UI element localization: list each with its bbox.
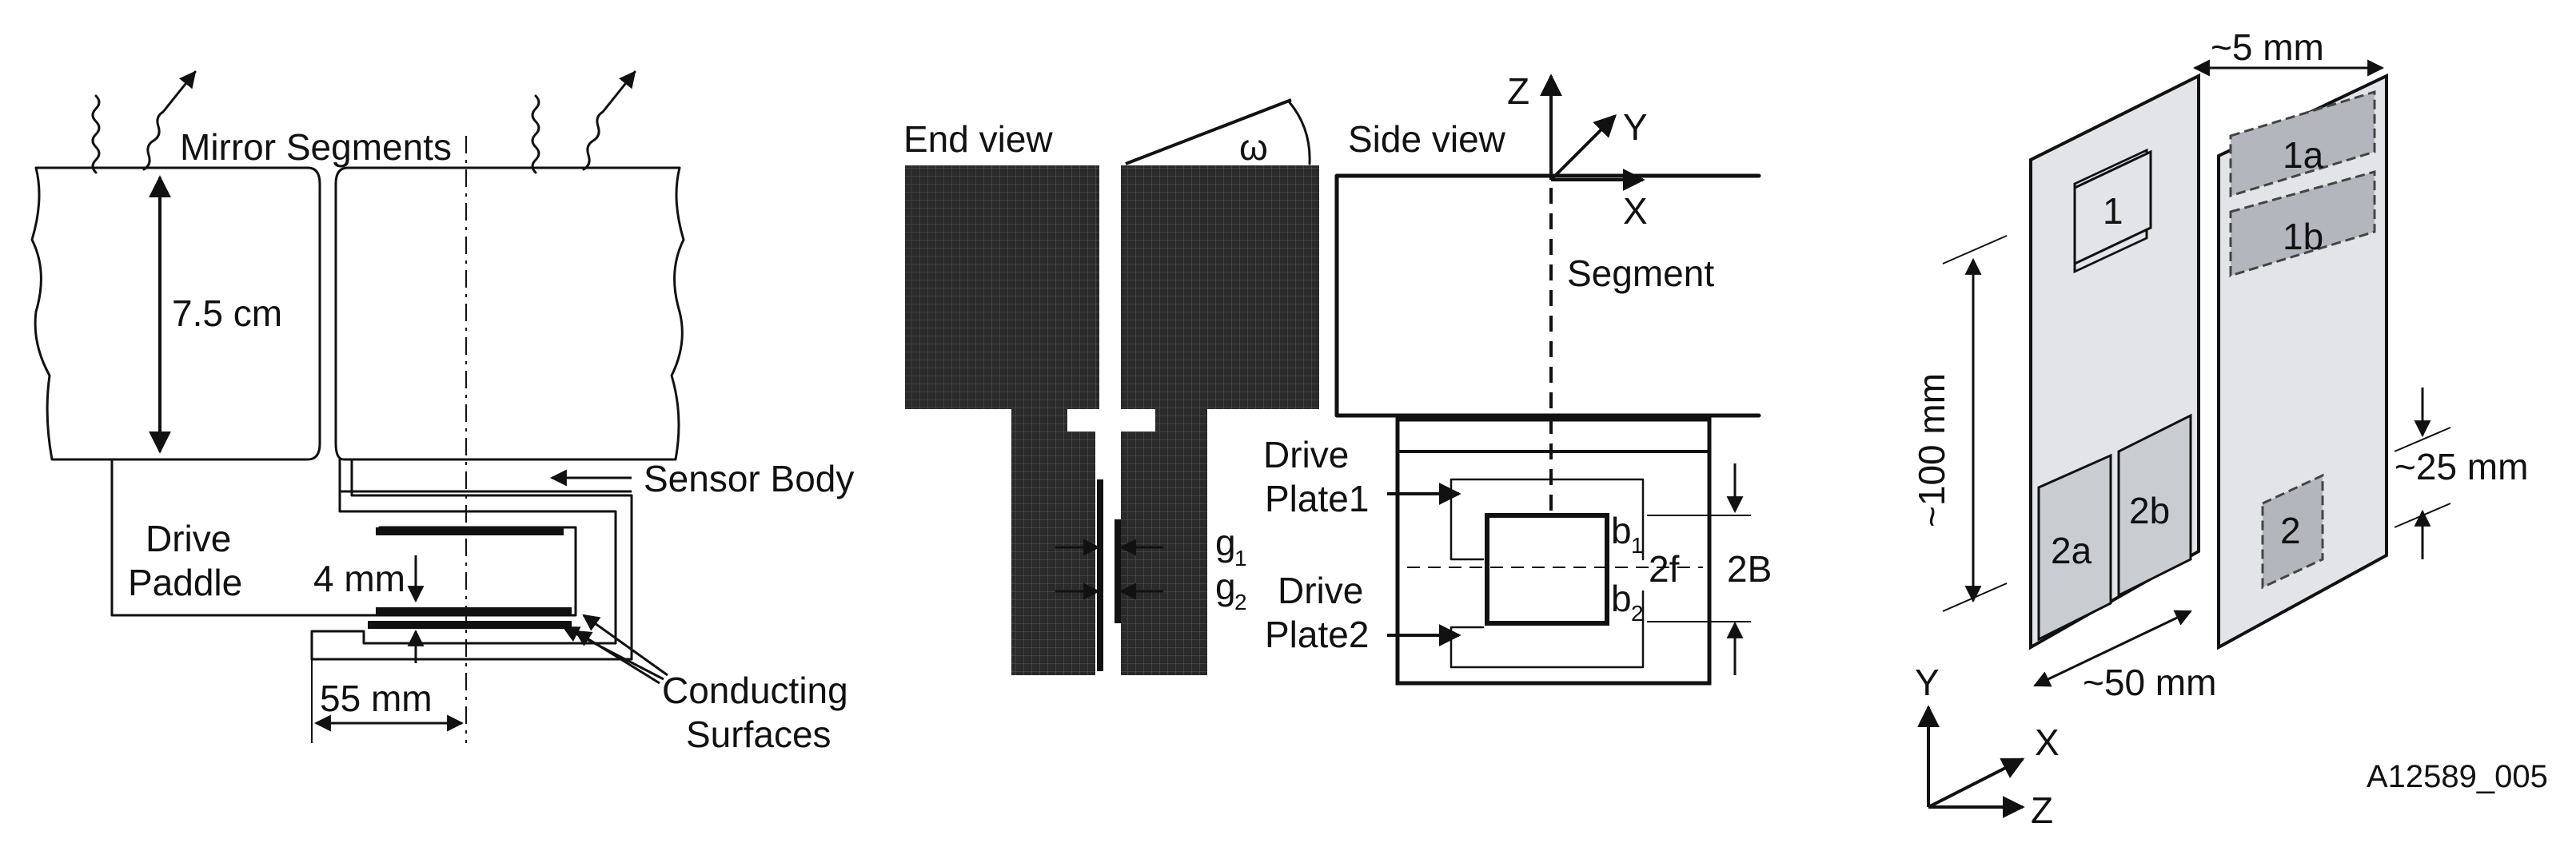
pad-1a-label: 1a	[2283, 134, 2324, 176]
height-25mm-tick-top	[2394, 427, 2451, 452]
omega-arc	[1287, 100, 1311, 165]
gap-label: 4 mm	[313, 558, 405, 599]
tilt-line	[1125, 98, 1292, 165]
mirror-segments-label: Mirror Segments	[180, 126, 452, 168]
height-100mm-label: ~100 mm	[1911, 373, 1952, 527]
drive-paddle-label-2: Paddle	[128, 562, 242, 603]
axis-x-label: X	[1623, 190, 1648, 232]
conducting-arrow-2	[562, 626, 664, 681]
end-view-segment-right	[1121, 165, 1319, 409]
pad-2b-label: 2b	[2129, 490, 2170, 531]
height-25mm-label: ~25 mm	[2395, 446, 2528, 487]
b2-subscript: 2	[1631, 601, 1644, 626]
drive-plate-1	[1449, 478, 1645, 561]
conducting-label-2: Surfaces	[686, 714, 831, 755]
width-50mm-arrow	[2033, 610, 2192, 687]
left-panel: 7.5 cm Mirror Segments Sensor Body Drive…	[30, 70, 854, 755]
reflected-ray-right	[582, 70, 636, 171]
two-f-label: 2f	[1649, 548, 1680, 590]
pad-1b	[2229, 170, 2376, 278]
side-view-housing	[1395, 417, 1712, 686]
axis-x-label-right: X	[2035, 722, 2060, 763]
paddle-square	[1485, 513, 1609, 626]
pad-1b-label: 1b	[2283, 216, 2323, 257]
incoming-ray-right	[531, 94, 540, 174]
end-view-sensor-right	[1121, 409, 1207, 675]
incoming-ray-left	[91, 94, 101, 174]
pad-2b	[2117, 413, 2192, 598]
g2-subscript: 2	[1234, 590, 1247, 614]
axis-y-label: Y	[1623, 106, 1648, 148]
b2-label: b	[1611, 578, 1632, 619]
pad-1-label: 1	[2103, 190, 2123, 232]
width-label: 55 mm	[320, 678, 433, 719]
g1-label: g	[1215, 522, 1236, 563]
pad-2a	[2037, 453, 2112, 642]
height-label: 7.5 cm	[172, 292, 282, 334]
g1-subscript: 1	[1234, 546, 1247, 571]
drive-paddle-label-1: Drive	[146, 518, 231, 559]
drive-plate2-label-b: Plate2	[1265, 614, 1369, 655]
drive-plate2-label-a: Drive	[1278, 570, 1363, 611]
reflected-ray-left	[142, 70, 197, 171]
pad-2-right	[2261, 473, 2324, 590]
pad-2-label: 2	[2280, 510, 2301, 551]
b1-subscript: 1	[1631, 533, 1644, 558]
drive-plate1-label-a: Drive	[1263, 434, 1349, 475]
width-50mm-label: ~50 mm	[2083, 662, 2216, 703]
omega-label: ω	[1239, 126, 1268, 168]
axis-z-label: Z	[1507, 70, 1529, 112]
conducting-arrow-3	[574, 630, 660, 685]
b1-label: b	[1611, 510, 1632, 551]
y-axis	[1549, 114, 1617, 181]
g2-label: g	[1215, 566, 1236, 607]
middle-panel: End view g 1 g 2 ω Side view Z Y X Segme…	[903, 70, 1772, 686]
segment-label: Segment	[1567, 253, 1714, 294]
width-5mm-label: ~5 mm	[2211, 26, 2324, 68]
conducting-arrow-1	[582, 614, 668, 677]
end-view-segment-left	[905, 165, 1099, 409]
axis-y-label-right: Y	[1915, 662, 1940, 703]
end-view-label: End view	[903, 118, 1053, 160]
two-b-label: 2B	[1727, 548, 1772, 590]
right-panel: ~5 mm 1 2a 2b 1a 1b 2 ~100 mm ~25 mm ~50…	[1911, 26, 2548, 831]
sensor-body-label: Sensor Body	[644, 458, 854, 499]
figure-id: A12589_005	[2367, 759, 2548, 794]
mirror-segment-right	[334, 166, 685, 461]
pad-1a	[2229, 89, 2376, 198]
conducting-label-1: Conducting	[662, 670, 848, 711]
pad-2a-label: 2a	[2051, 530, 2092, 571]
height-100mm-tick-top	[1942, 235, 2008, 264]
height-25mm-tick-bottom	[2394, 503, 2451, 528]
mirror-segment-left	[30, 166, 321, 461]
height-100mm-tick-bottom	[1942, 583, 2008, 612]
side-view-segment	[1334, 173, 1761, 418]
side-view-label: Side view	[1348, 118, 1506, 160]
drive-plate1-label-b: Plate1	[1265, 478, 1369, 519]
axis-z-label-right: Z	[2031, 789, 2053, 831]
end-view-sensor-left	[1011, 409, 1095, 675]
axis-x-arrow	[1928, 758, 2025, 809]
pad-1-shape	[2073, 149, 2152, 266]
